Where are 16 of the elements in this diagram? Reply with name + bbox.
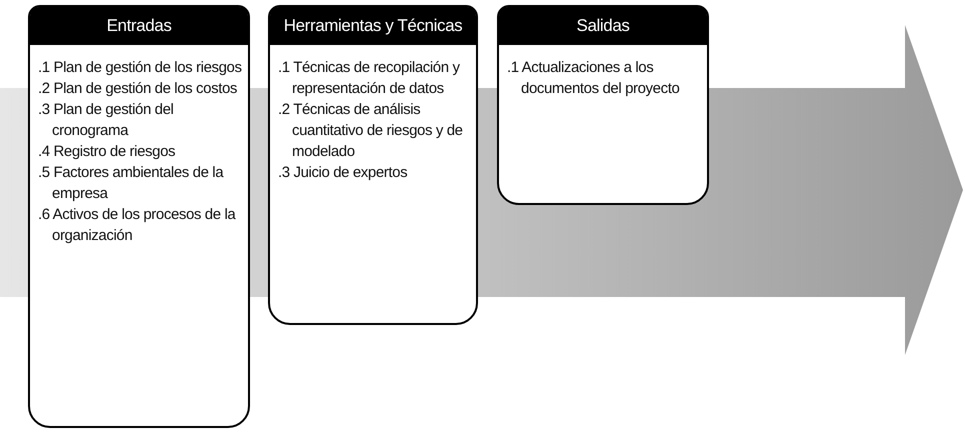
list-item: .1 Técnicas de recopilación y representación de datos (278, 58, 461, 99)
list-item: .1 Actualizaciones a los documentos del proyecto (507, 58, 680, 99)
list-item: .3 Plan de gestión del cronograma (38, 100, 174, 141)
list-item: .6 Activos de los procesos de la organización (38, 205, 237, 246)
list-item: .2 Plan de gestión de los costos (38, 79, 238, 99)
list-item: .1 Plan de gestión de los riesgos (38, 58, 243, 78)
column-box (28, 5, 250, 428)
list-item: .3 Juicio de expertos (278, 163, 408, 183)
list-item: .5 Factores ambientales de la empresa (38, 163, 225, 204)
column-box (497, 5, 709, 205)
list-item: .4 Registro de riesgos (38, 142, 176, 162)
column-heading: Salidas (499, 7, 707, 45)
column-box (268, 5, 478, 325)
column-heading: Herramientas y Técnicas (270, 7, 476, 45)
list-item: .2 Técnicas de análisis cuantitativo de riesgos y de modelado (278, 100, 464, 162)
column-heading: Entradas (30, 7, 248, 45)
